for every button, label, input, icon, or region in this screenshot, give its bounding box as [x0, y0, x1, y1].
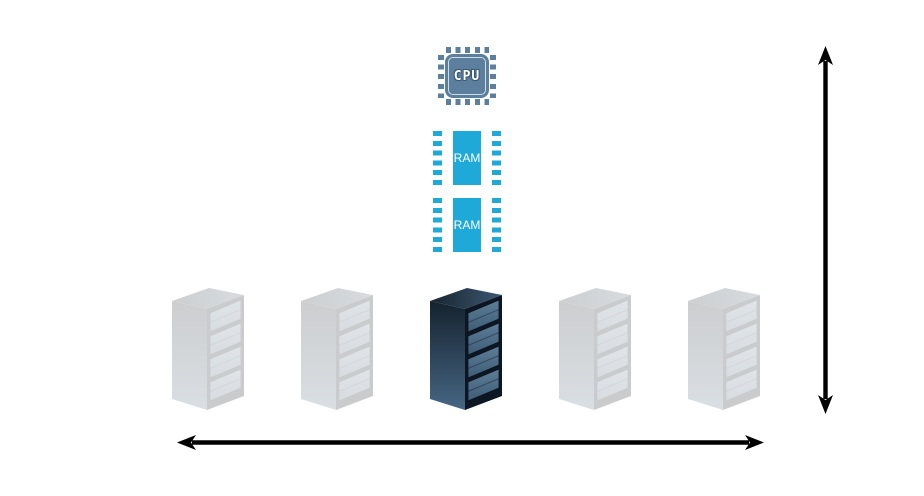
cpu-pins-bottom: [446, 99, 489, 105]
ram-chip-icon: RAM: [433, 131, 501, 185]
ram-chip-body: RAM: [453, 131, 481, 185]
server-rack-icon-faded: [171, 287, 245, 411]
server-rack-icon-faded: [558, 287, 632, 411]
cpu-pins-right: [490, 55, 496, 98]
horizontal-double-arrow-icon: [177, 435, 764, 450]
ram-chip-icon: RAM: [433, 198, 501, 252]
ram-pins-right: [492, 198, 501, 252]
ram-chip-body: RAM: [453, 198, 481, 252]
ram-pins-left: [433, 131, 442, 185]
ram-label: RAM: [453, 218, 481, 232]
server-rack-icon-highlighted: [429, 287, 503, 411]
server-rack-icon-faded: [300, 287, 374, 411]
ram-label: RAM: [453, 151, 481, 165]
cpu-pins-top: [446, 47, 489, 53]
cpu-chip-icon: CPU: [438, 47, 496, 105]
cpu-pins-left: [438, 55, 444, 98]
ram-pins-left: [433, 198, 442, 252]
server-rack-icon-faded: [687, 287, 761, 411]
ram-pins-right: [492, 131, 501, 185]
vertical-double-arrow-icon: [818, 46, 833, 414]
cpu-label: CPU: [453, 68, 481, 84]
cpu-chip-body: CPU: [445, 54, 489, 98]
server-rack-row: [169, 285, 763, 411]
